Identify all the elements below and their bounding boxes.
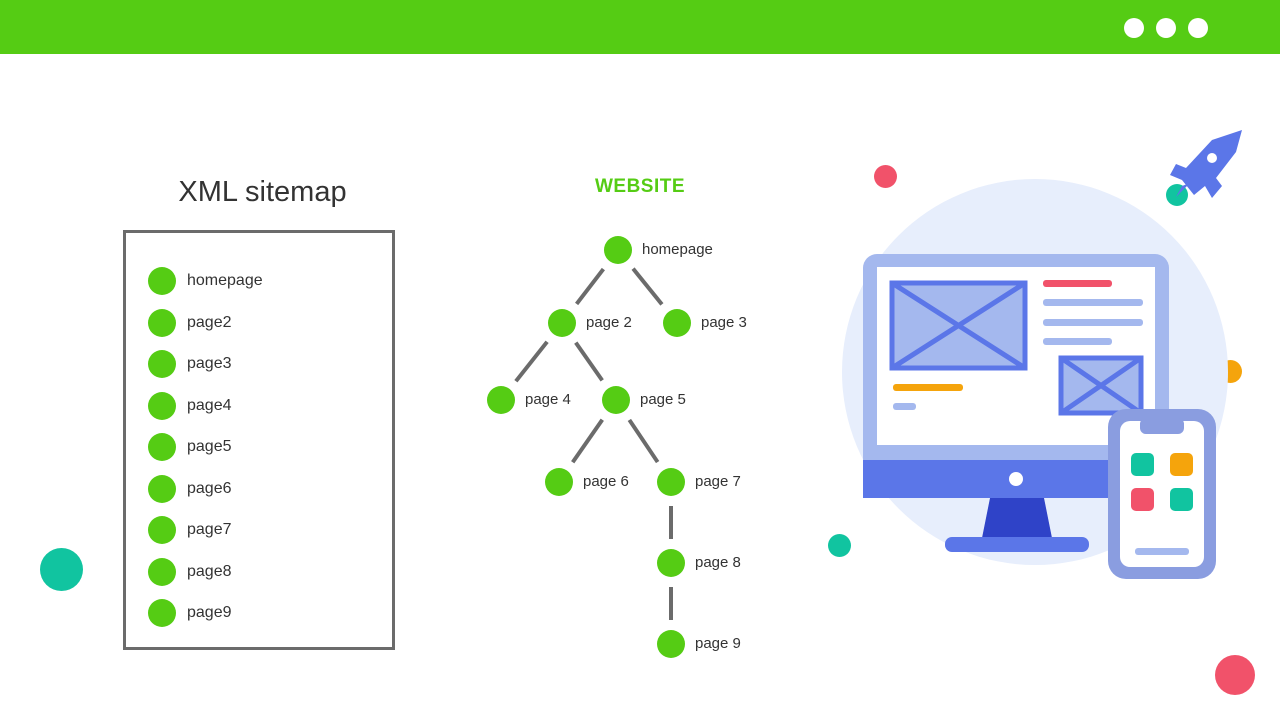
tree-node-p2[interactable] <box>548 309 576 337</box>
tree-node-p6[interactable] <box>545 468 573 496</box>
bullet-icon <box>148 309 176 337</box>
sitemap-item[interactable]: page3 <box>148 349 232 379</box>
sitemap-item-label: page5 <box>187 438 232 455</box>
envelope-small-icon <box>1058 355 1144 416</box>
text-line <box>1043 338 1112 345</box>
sitemap-item[interactable]: page5 <box>148 432 232 462</box>
bullet-icon <box>148 599 176 627</box>
text-line <box>1043 319 1143 326</box>
tree-node-label: page 5 <box>640 391 686 408</box>
envelope-icon <box>889 280 1028 371</box>
tree-node-p3[interactable] <box>663 309 691 337</box>
bullet-icon <box>148 516 176 544</box>
window-dot-2-icon[interactable] <box>1156 18 1176 38</box>
tree-edge <box>627 418 660 464</box>
tree-node-p5[interactable] <box>602 386 630 414</box>
sitemap-item-label: page3 <box>187 355 232 372</box>
sitemap-item[interactable]: homepage <box>148 266 263 296</box>
window-dot-3-icon[interactable] <box>1188 18 1208 38</box>
bullet-icon <box>148 433 176 461</box>
text-line-orange <box>893 384 963 391</box>
decor-red-circle-icon <box>874 165 897 188</box>
sitemap-item-label: page8 <box>187 563 232 580</box>
tree-node-label: page 8 <box>695 554 741 571</box>
sitemap-item[interactable]: page7 <box>148 515 232 545</box>
tree-node-label: homepage <box>642 241 713 258</box>
bullet-icon <box>148 267 176 295</box>
sitemap-item-label: page2 <box>187 314 232 331</box>
bullet-icon <box>148 558 176 586</box>
tree-node-label: page 7 <box>695 473 741 490</box>
decor-teal-small-circle-icon <box>828 534 851 557</box>
tree-node-p7[interactable] <box>657 468 685 496</box>
rocket-icon <box>1166 130 1242 206</box>
tree-node-label: page 4 <box>525 391 571 408</box>
top-bar <box>0 0 1280 54</box>
sitemap-item-label: page7 <box>187 521 232 538</box>
tree-node-label: page 9 <box>695 635 741 652</box>
sitemap-item[interactable]: page4 <box>148 391 232 421</box>
tree-edge <box>571 418 604 464</box>
text-line <box>1043 299 1143 306</box>
tree-edge <box>575 267 605 306</box>
sitemap-item-label: page6 <box>187 480 232 497</box>
bullet-icon <box>148 350 176 378</box>
decor-red-large-circle-icon <box>1215 655 1255 695</box>
bullet-icon <box>148 392 176 420</box>
window-dot-1-icon[interactable] <box>1124 18 1144 38</box>
decor-teal-circle-icon <box>40 548 83 591</box>
sitemap-item[interactable]: page8 <box>148 557 232 587</box>
sitemap-item-label: page9 <box>187 604 232 621</box>
tree-node-label: page 3 <box>701 314 747 331</box>
tree-edge <box>574 341 604 382</box>
tree-node-label: page 6 <box>583 473 629 490</box>
text-line-red <box>1043 280 1112 287</box>
tree-node-homepage[interactable] <box>604 236 632 264</box>
tree-node-p9[interactable] <box>657 630 685 658</box>
tree-node-p4[interactable] <box>487 386 515 414</box>
sitemap-item[interactable]: page9 <box>148 598 232 628</box>
smartphone-icon <box>1108 409 1216 579</box>
sitemap-item-label: page4 <box>187 397 232 414</box>
tree-node-p8[interactable] <box>657 549 685 577</box>
text-line-short <box>893 403 916 410</box>
sitemap-list: homepage page2 page3 page4 page5 page6 p… <box>123 230 395 650</box>
tree-edge <box>514 340 549 383</box>
sitemap-title: XML sitemap <box>178 176 347 208</box>
sitemap-item[interactable]: page2 <box>148 308 232 338</box>
website-title: WEBSITE <box>594 176 686 197</box>
sitemap-item-label: homepage <box>187 272 263 289</box>
tree-edge <box>631 267 664 306</box>
bullet-icon <box>148 475 176 503</box>
sitemap-item[interactable]: page6 <box>148 474 232 504</box>
tree-node-label: page 2 <box>586 314 632 331</box>
